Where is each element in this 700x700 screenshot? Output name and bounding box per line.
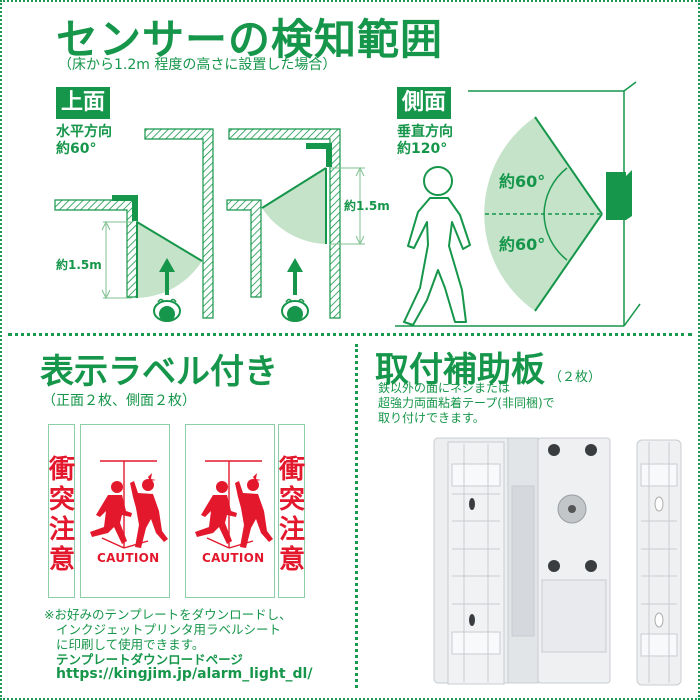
note-line-3: に印刷して使用できます。	[56, 637, 205, 652]
caution-collision-icon	[195, 460, 273, 549]
section-divider-horizontal	[8, 333, 692, 336]
top-view-distance-right: 約1.5m	[344, 199, 390, 213]
front-label-2: CAUTION	[185, 424, 275, 598]
side-view-tag: 側面	[397, 87, 452, 119]
front-label-1: CAUTION	[80, 424, 170, 598]
side-label-text: 衝 突 注 意	[49, 455, 76, 575]
side-label-right: 衝 突 注 意	[278, 424, 305, 598]
labels-subtitle: （正面２枚、側面２枚）	[42, 393, 196, 409]
template-note: ※お好みのテンプレートをダウンロードし、 インクジェットプリンタ用ラベルシート …	[44, 607, 312, 682]
top-view-distance-left: 約1.5m	[56, 258, 102, 272]
top-view-angle: 約60°	[56, 141, 97, 157]
download-heading: テンプレートダウンロードページ	[56, 652, 243, 667]
side-label-left: 衝 突 注 意	[48, 424, 75, 598]
detection-subtitle: （床から1.2m 程度の高さに設置した場合）	[58, 57, 337, 73]
note-line-1: ※お好みのテンプレートをダウンロードし、	[44, 607, 292, 622]
top-view-diagram-1	[54, 128, 214, 322]
mounting-plate-count: （２枚）	[549, 370, 602, 385]
side-view-angle-upper: 約60°	[499, 172, 546, 191]
caution-caption: CAUTION	[97, 551, 160, 565]
caution-caption: CAUTION	[202, 551, 265, 565]
labels-title: 表示ラベル付き	[40, 352, 278, 392]
side-view-angle-lower: 約60°	[499, 235, 546, 254]
top-view-tag: 上面	[56, 87, 111, 119]
side-view-direction-label: 垂直方向	[397, 124, 453, 140]
detection-diagrams	[54, 81, 641, 327]
mounting-plate-title: 取付補助板（２枚）	[375, 350, 602, 390]
section-divider-vertical	[355, 344, 358, 688]
top-view-direction: 水平方向 約60°	[56, 124, 112, 158]
top-view-direction-label: 水平方向	[56, 124, 112, 140]
side-label-text: 衝 突 注 意	[279, 455, 306, 575]
detection-title: センサーの検知範囲	[56, 15, 444, 64]
mounting-plate-product-photo	[433, 437, 682, 686]
caution-collision-icon	[90, 460, 168, 549]
note-line-2: インクジェットプリンタ用ラベルシート	[56, 622, 282, 637]
mounting-plate-description: 鉄以外の面にネジまたは 超強力両面粘着テープ(非同梱)で 取り付けできます。	[378, 381, 555, 425]
side-view-diagram	[395, 81, 641, 327]
side-view-direction: 垂直方向 約120°	[397, 124, 453, 158]
side-view-angle: 約120°	[397, 141, 448, 157]
download-link[interactable]: https://kingjim.jp/alarm_light_dl/	[56, 666, 313, 682]
top-view-diagram-2	[226, 128, 365, 322]
